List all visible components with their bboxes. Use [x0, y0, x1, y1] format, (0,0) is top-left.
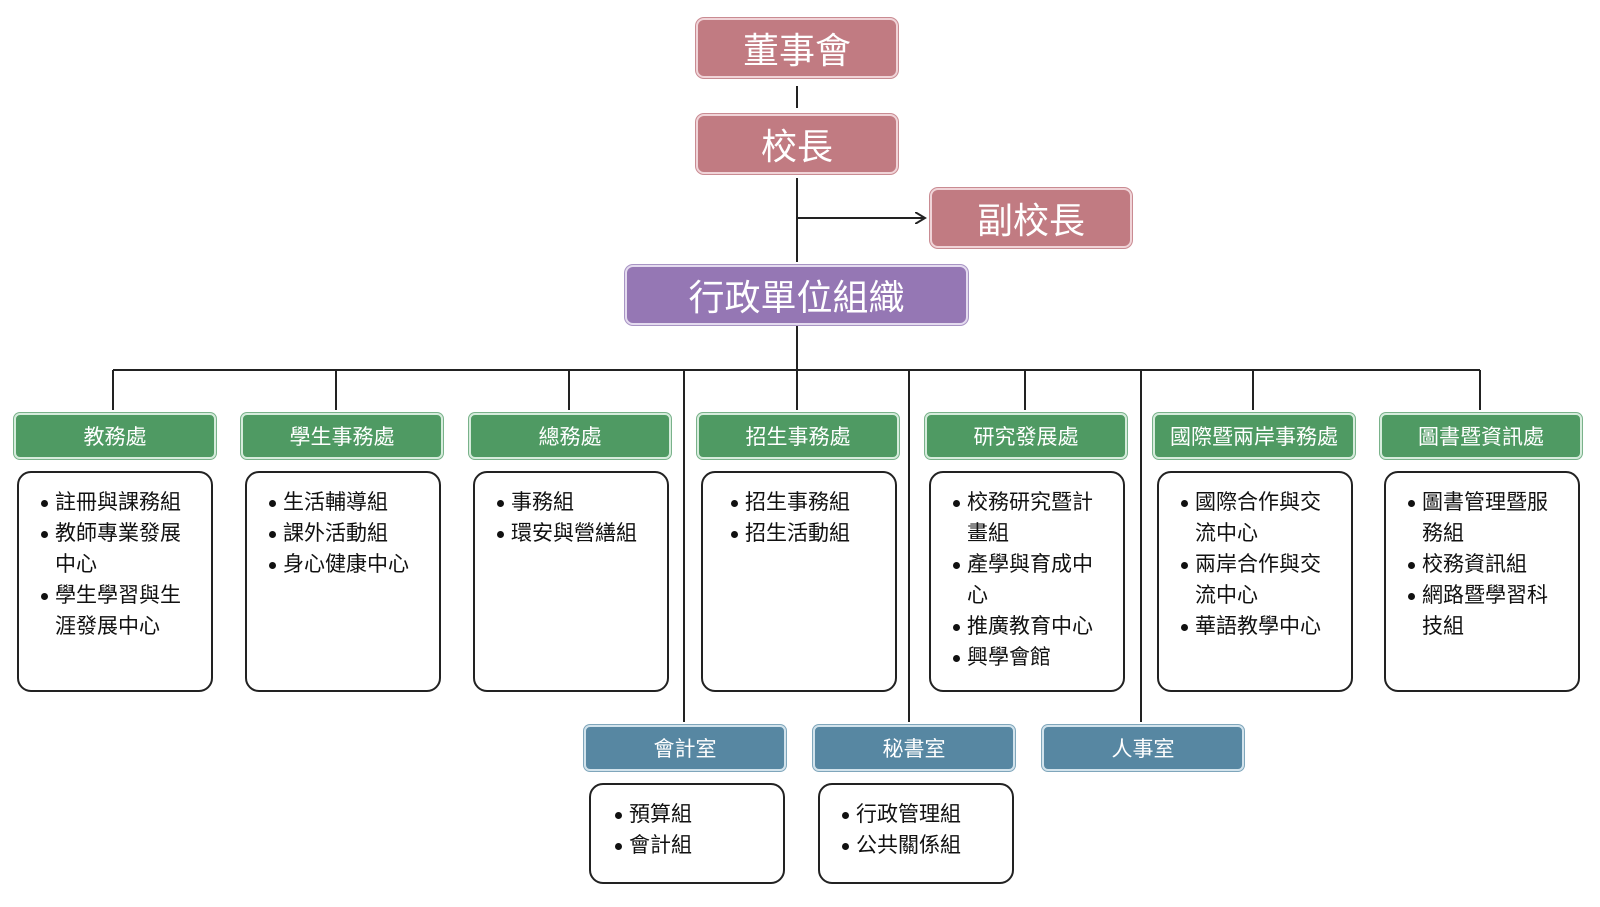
list-item: 網路暨學習科技組: [1408, 580, 1562, 642]
list-item: 預算組: [615, 799, 773, 830]
dept-general-affairs-units: 事務組 環安與營繕組: [473, 471, 669, 692]
list-item: 課外活動組: [269, 518, 429, 549]
admin-org-box: 行政單位組織: [625, 265, 968, 325]
list-item: 招生事務組: [731, 487, 885, 518]
list-item: 會計組: [615, 830, 773, 861]
list-item: 產學與育成中心: [953, 549, 1107, 611]
list-item: 生活輔導組: [269, 487, 429, 518]
vice-president-box: 副校長: [930, 188, 1132, 248]
dept-international-affairs: 國際暨兩岸事務處: [1153, 413, 1355, 459]
list-item: 身心健康中心: [269, 549, 429, 580]
dept-research-development: 研究發展處: [925, 413, 1127, 459]
list-item: 教師專業發展中心: [41, 518, 200, 580]
dept-general-affairs: 總務處: [469, 413, 671, 459]
office-secretariat: 秘書室: [813, 725, 1015, 771]
list-item: 行政管理組: [842, 799, 1002, 830]
office-personnel: 人事室: [1042, 725, 1244, 771]
list-item: 事務組: [497, 487, 657, 518]
list-item: 校務研究暨計畫組: [953, 487, 1107, 549]
list-item: 國際合作與交流中心: [1181, 487, 1335, 549]
list-item: 招生活動組: [731, 518, 885, 549]
dept-library-information: 圖書暨資訊處: [1380, 413, 1582, 459]
list-item: 公共關係組: [842, 830, 1002, 861]
dept-admissions-units: 招生事務組 招生活動組: [701, 471, 897, 692]
list-item: 學生學習與生涯發展中心: [41, 580, 200, 642]
board-box: 董事會: [696, 18, 898, 78]
list-item: 推廣教育中心: [953, 611, 1113, 642]
dept-admissions: 招生事務處: [697, 413, 899, 459]
dept-academic-units: 註冊與課務組 教師專業發展中心 學生學習與生涯發展中心: [17, 471, 213, 692]
president-box: 校長: [696, 114, 898, 174]
dept-library-units: 圖書管理暨服務組 校務資訊組 網路暨學習科技組: [1384, 471, 1580, 692]
dept-research-units: 校務研究暨計畫組 產學與育成中心 推廣教育中心 興學會館: [929, 471, 1125, 692]
dept-student-affairs: 學生事務處: [241, 413, 443, 459]
list-item: 興學會館: [953, 642, 1113, 673]
office-accounting: 會計室: [584, 725, 786, 771]
dept-student-affairs-units: 生活輔導組 課外活動組 身心健康中心: [245, 471, 441, 692]
list-item: 兩岸合作與交流中心: [1181, 549, 1335, 611]
list-item: 圖書管理暨服務組: [1408, 487, 1562, 549]
dept-academic-affairs: 教務處: [14, 413, 216, 459]
list-item: 註冊與課務組: [41, 487, 201, 518]
list-item: 華語教學中心: [1181, 611, 1341, 642]
office-secretariat-units: 行政管理組 公共關係組: [818, 783, 1014, 884]
dept-international-units: 國際合作與交流中心 兩岸合作與交流中心 華語教學中心: [1157, 471, 1353, 692]
office-accounting-units: 預算組 會計組: [589, 783, 785, 884]
list-item: 環安與營繕組: [497, 518, 657, 549]
list-item: 校務資訊組: [1408, 549, 1568, 580]
